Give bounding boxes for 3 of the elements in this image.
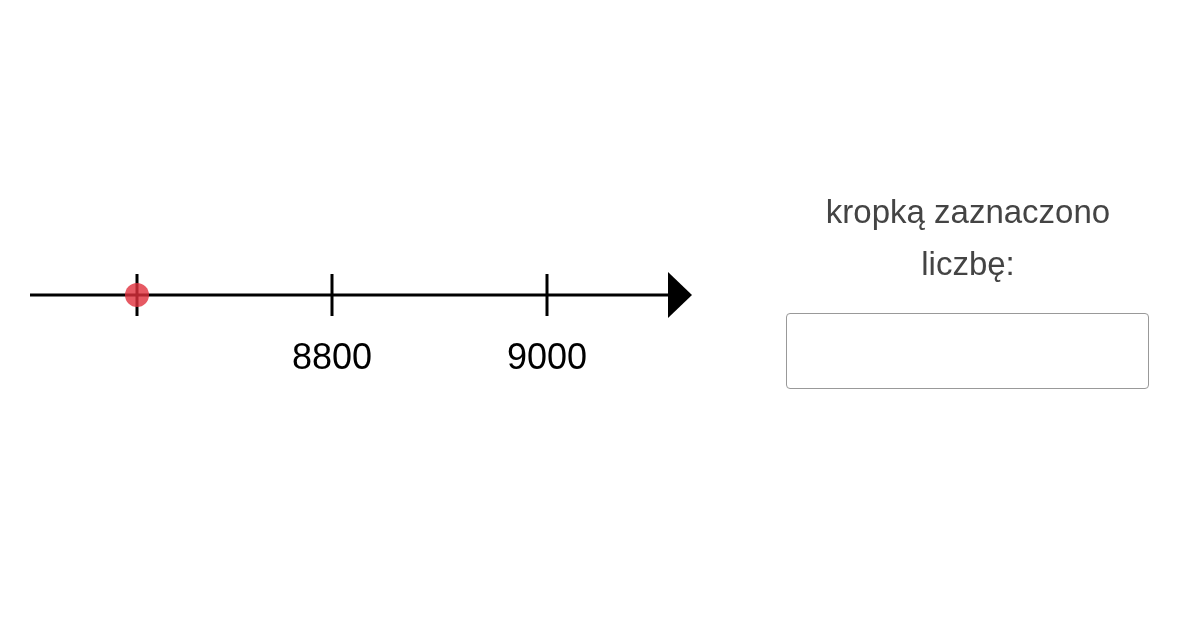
tick-label: 8800 [292, 337, 373, 377]
question-text: kropką zaznaczono liczbę: [824, 192, 1112, 284]
tick-label: 9000 [507, 337, 588, 377]
